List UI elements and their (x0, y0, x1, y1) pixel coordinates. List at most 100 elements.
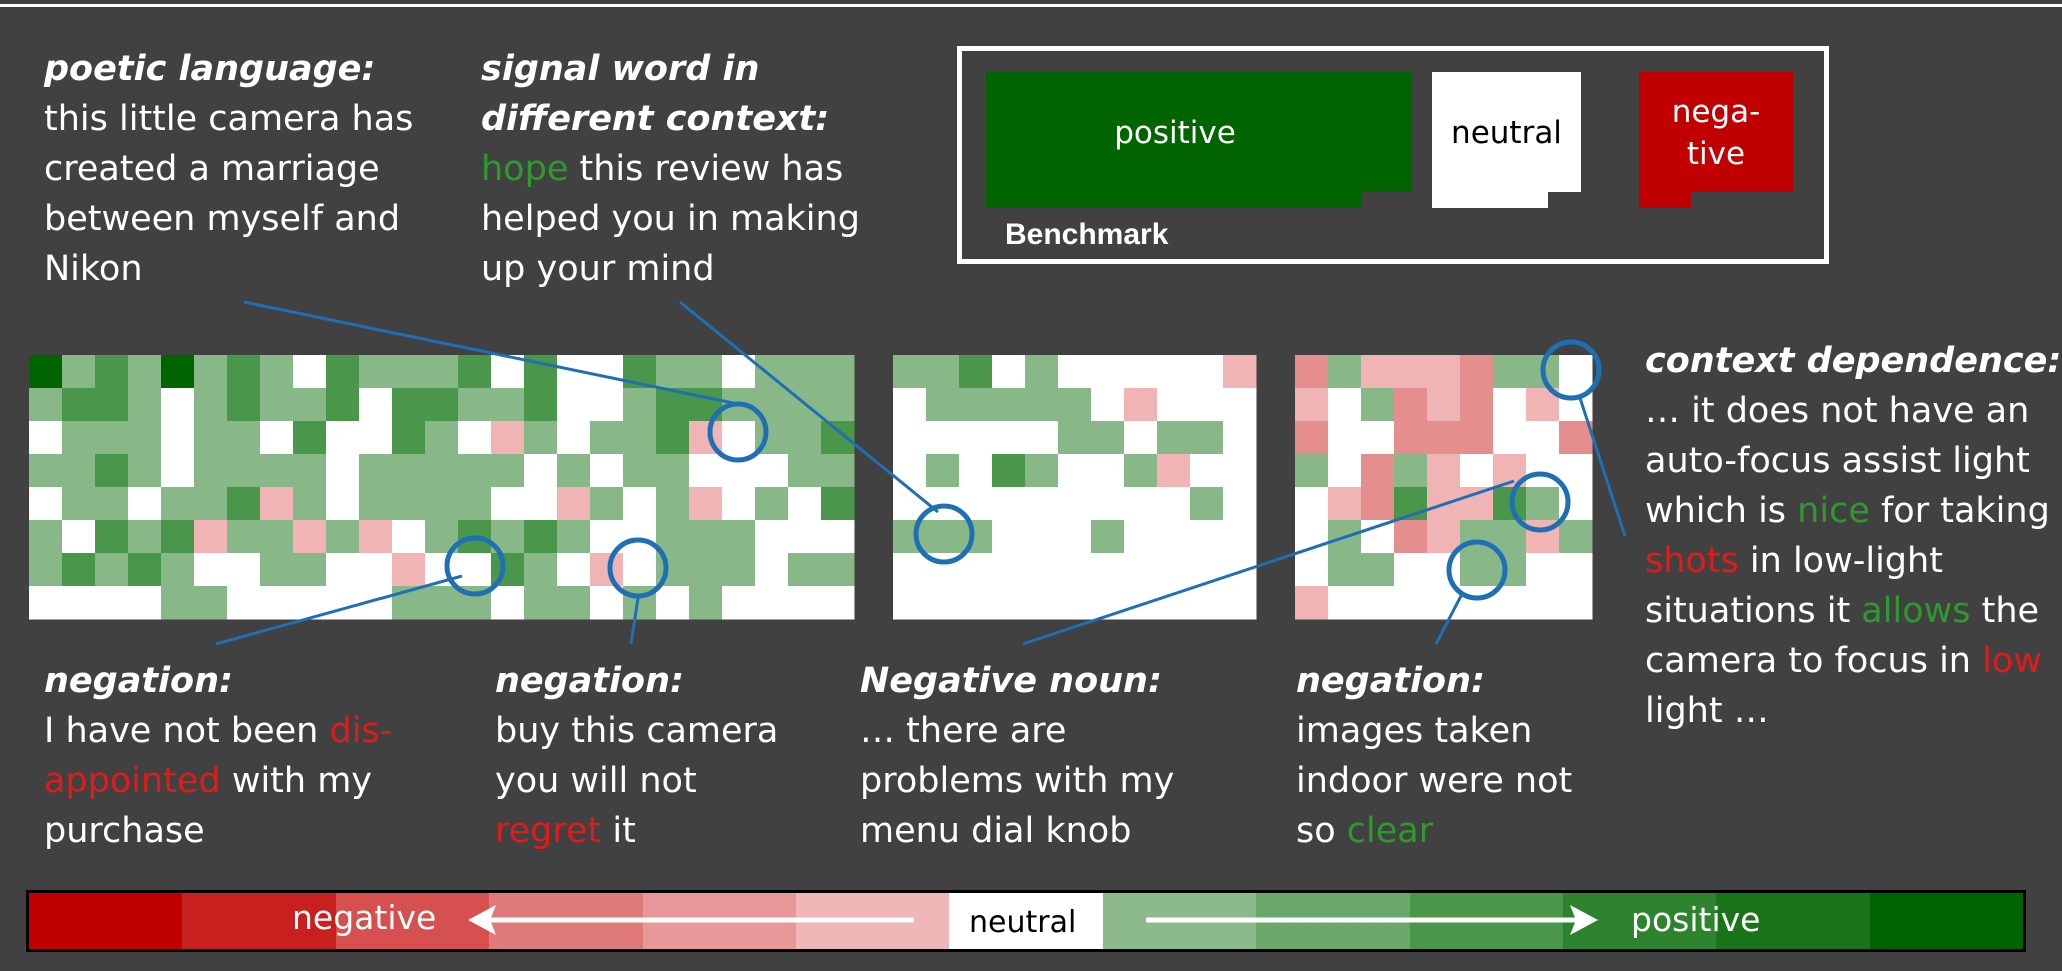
highlight-circle (1509, 471, 1571, 533)
annotation-heading: poetic language: (44, 49, 376, 89)
annotation-line: I have not been dis- (44, 706, 392, 756)
annotation-line: created a marriage (44, 149, 380, 189)
heatmap-cell (926, 520, 960, 554)
heatmap-cell (1361, 586, 1395, 620)
heatmap-cell (29, 553, 63, 587)
heatmap-cell (590, 487, 624, 521)
heatmap-cell (425, 454, 459, 488)
benchmark-negative-label-line1: nega- (1671, 94, 1761, 130)
heatmap-cell (1157, 421, 1191, 455)
heatmap-cell (161, 454, 195, 488)
heatmap-cell (1427, 586, 1461, 620)
heatmap-cell (959, 586, 993, 620)
annotation-line: this little camera has (44, 99, 414, 139)
heatmap-cell (425, 421, 459, 455)
heatmap-cell (359, 487, 393, 521)
annotation-line: … it does not have an (1645, 391, 2030, 431)
heatmap-cell (62, 520, 96, 554)
annotation-line: regret it (495, 806, 778, 856)
heatmap-cell (992, 421, 1026, 455)
heatmap-cell (689, 520, 723, 554)
heatmap-cell (821, 586, 855, 620)
heatmap-cell (194, 388, 228, 422)
heatmap-cell (359, 454, 393, 488)
annotation-text: so (1296, 811, 1347, 851)
heatmap-cell (128, 520, 162, 554)
heatmap-cell (788, 586, 822, 620)
heatmap-cell (458, 553, 492, 587)
heatmap-cell (161, 388, 195, 422)
heatmap-cell (491, 586, 525, 620)
scale-cell (1869, 893, 2024, 949)
heatmap-cell (1526, 487, 1560, 521)
scale-negative-label: negative (292, 898, 437, 937)
heatmap-cell (1493, 421, 1527, 455)
heatmap-cell (293, 421, 327, 455)
heatmap-cell (95, 388, 129, 422)
heatmap-cell (656, 520, 690, 554)
heatmap-cell (194, 355, 228, 389)
heatmap-cell (128, 355, 162, 389)
heatmap-cell (1460, 586, 1494, 620)
heatmap-cell (491, 454, 525, 488)
heatmap-cell (755, 454, 789, 488)
heatmap-cell (1025, 421, 1059, 455)
annotation-text: which is (1645, 491, 1798, 531)
heatmap-cell (557, 586, 591, 620)
heatmap-cell (755, 520, 789, 554)
heatmap-cell (326, 586, 360, 620)
heatmap-cell (1559, 520, 1593, 554)
heatmap-cell (29, 586, 63, 620)
heatmap-cell (926, 586, 960, 620)
heatmap-cell (524, 454, 558, 488)
annotation-poetic-language: poetic language: this little camera has … (44, 44, 413, 294)
annotation-line: light … (1645, 691, 1769, 731)
heatmap-cell (194, 553, 228, 587)
left-arrow-icon (468, 905, 914, 935)
heatmap-cell (458, 388, 492, 422)
heatmap-cell (1394, 520, 1428, 554)
heatmap-cell (689, 553, 723, 587)
annotation-text: camera to focus in (1645, 641, 1983, 681)
heatmap-cell (524, 388, 558, 422)
heatmap-cell (359, 355, 393, 389)
heatmap-cell (1295, 421, 1329, 455)
heatmap-cell (128, 586, 162, 620)
negative-word: regret (495, 811, 602, 851)
annotation-text: in low-light (1738, 541, 1943, 581)
benchmark-neutral-label: neutral (1451, 115, 1562, 151)
heatmap-cell (557, 421, 591, 455)
annotation-line: helped you in making (481, 199, 860, 239)
heatmap-cell (227, 454, 261, 488)
heatmap-cell (62, 487, 96, 521)
scale-cell (949, 893, 1103, 949)
heatmap-cell (893, 355, 927, 389)
heatmap-cell (1223, 586, 1257, 620)
heatmap-cell (128, 388, 162, 422)
annotation-negation-3: negation: images taken indoor were not s… (1296, 656, 1572, 856)
right-arrow-icon (1146, 905, 1598, 935)
highlight-circle (1446, 539, 1508, 601)
heatmap-cell (524, 421, 558, 455)
heatmap-cell (1493, 553, 1527, 587)
positive-word: allows (1861, 591, 1971, 631)
heatmap-cell (926, 388, 960, 422)
heatmap-cell (1394, 421, 1428, 455)
heatmap-cell (1394, 586, 1428, 620)
heatmap-cell (260, 553, 294, 587)
heatmap-cell (95, 520, 129, 554)
heatmap-cell (1427, 553, 1461, 587)
heatmap-review-2 (893, 355, 1257, 620)
heatmap-cell (722, 553, 756, 587)
heatmap-cell (656, 586, 690, 620)
heatmap-cell (128, 487, 162, 521)
heatmap-cell (557, 454, 591, 488)
heatmap-cell (425, 586, 459, 620)
heatmap-cell (1559, 355, 1593, 389)
annotation-text: this review has (568, 149, 844, 189)
annotation-line: menu dial knob (860, 811, 1132, 851)
highlight-circle (913, 503, 975, 565)
heatmap-cell (1058, 454, 1092, 488)
heatmap-cell (260, 487, 294, 521)
